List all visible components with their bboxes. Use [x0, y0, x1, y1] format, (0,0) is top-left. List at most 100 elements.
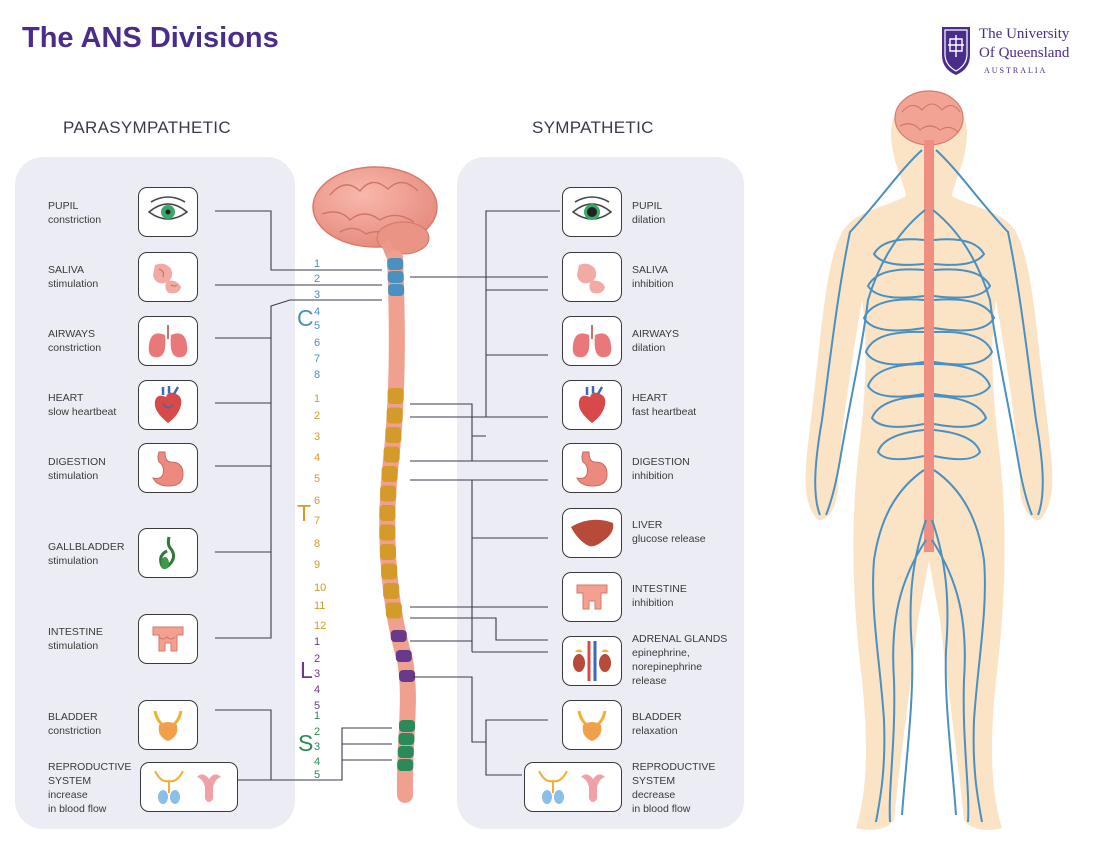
intestine-icon	[152, 626, 184, 652]
vertebrae	[379, 258, 416, 771]
label-sub: in blood flow	[48, 803, 107, 815]
university-logo: The University Of Queensland AUSTRALIA	[940, 25, 1090, 81]
gallbladder-icon	[159, 536, 176, 570]
eye-icon	[571, 196, 613, 220]
vertebra-number-cervical-7: 7	[314, 353, 321, 365]
vertebra-number-cervical-6: 6	[314, 337, 321, 349]
vertebra-number-sacral-4: 4	[314, 756, 321, 768]
sym-label-digestion: DIGESTION inhibition	[632, 455, 690, 483]
label-sub: relaxation	[632, 725, 678, 737]
label-sub: in blood flow	[632, 803, 691, 815]
label-title: HEART	[632, 392, 668, 404]
label-sub: fast heartbeat	[632, 406, 697, 418]
vertebra-number-sacral-3: 3	[314, 741, 321, 753]
label-sub: release	[632, 675, 667, 687]
para-eye-box	[138, 187, 198, 237]
heart-icon	[154, 386, 182, 423]
vertebra-lumbar-1	[390, 630, 407, 642]
vertebra-cervical-2	[387, 271, 404, 283]
vertebra-thoracic-1	[387, 388, 404, 404]
region-sacral-letter: S	[298, 730, 314, 756]
vertebra-number-thoracic-8: 8	[314, 538, 321, 550]
label-title: BLADDER	[632, 711, 682, 723]
nerves	[814, 149, 1044, 823]
para-heart-box	[138, 380, 198, 430]
label-sub: SYSTEM	[632, 775, 676, 787]
vertebra-number-sacral-1: 1	[314, 710, 321, 722]
adrenal-glands-icon	[573, 641, 611, 681]
vertebra-cervical-1	[387, 258, 404, 270]
vertebra-lumbar-2	[395, 650, 412, 662]
liver-icon	[571, 519, 614, 547]
vertebra-thoracic-11	[383, 583, 400, 599]
vertebra-thoracic-8	[379, 524, 396, 541]
stomach-icon	[152, 451, 184, 487]
lungs-icon	[572, 325, 612, 358]
sym-eye-box	[562, 187, 622, 237]
para-saliva-box	[138, 252, 198, 302]
label-title: REPRODUCTIVE	[632, 761, 716, 773]
sym-label-intestine: INTESTINE inhibition	[632, 582, 687, 610]
label-title: BLADDER	[48, 711, 98, 723]
logo-line-2: Of Queensland	[979, 45, 1070, 61]
vertebra-number-sacral-5: 5	[314, 769, 321, 781]
label-sub: dilation	[632, 342, 666, 354]
sym-label-liver: LIVER glucose release	[632, 518, 706, 546]
label-sub: inhibition	[632, 278, 674, 290]
label-title: AIRWAYS	[632, 328, 680, 340]
label-sub: stimulation	[48, 470, 99, 482]
salivary-gland-icon	[577, 263, 605, 294]
label-title: AIRWAYS	[48, 328, 96, 340]
sym-reproductive-box	[524, 762, 622, 812]
crest-icon	[942, 27, 970, 75]
vertebra-number-cervical-8: 8	[314, 369, 321, 381]
vertebra-number-thoracic-3: 3	[314, 431, 321, 443]
sym-label-airways: AIRWAYS dilation	[632, 327, 679, 355]
label-title: REPRODUCTIVE	[48, 761, 132, 773]
sym-label-saliva: SALIVA inhibition	[632, 263, 673, 291]
vertebra-number-thoracic-6: 6	[314, 495, 321, 507]
vertebra-cervical-3	[388, 284, 405, 296]
vertebra-number-thoracic-10: 10	[314, 582, 327, 594]
label-sub: norepinephrine	[632, 661, 703, 673]
salivary-gland-icon	[153, 263, 181, 294]
vertebra-number-lumbar-4: 4	[314, 684, 321, 696]
label-title: INTESTINE	[632, 583, 687, 595]
sym-saliva-box	[562, 252, 622, 302]
label-title: DIGESTION	[632, 456, 690, 468]
sym-liver-box	[562, 508, 622, 558]
vertebra-thoracic-7	[379, 505, 396, 521]
vertebra-thoracic-10	[381, 563, 398, 580]
label-title: ADRENAL GLANDS	[632, 633, 728, 645]
sym-intestine-box	[562, 572, 622, 622]
bladder-icon	[577, 710, 607, 741]
label-sub: slow heartbeat	[48, 406, 117, 418]
vertebra-number-thoracic-2: 2	[314, 410, 321, 422]
vertebra-number-lumbar-3: 3	[314, 668, 321, 680]
label-title: SALIVA	[632, 264, 668, 276]
vertebra-number-lumbar-1: 1	[314, 636, 321, 648]
vertebra-number-cervical-5: 5	[314, 320, 321, 332]
intestine-icon	[576, 584, 608, 610]
label-title: LIVER	[632, 519, 663, 531]
sym-lungs-box	[562, 316, 622, 366]
label-sub: inhibition	[632, 470, 674, 482]
vertebra-lumbar-3	[399, 670, 416, 682]
logo-line-1: The University	[979, 26, 1070, 42]
page-title: The ANS Divisions	[22, 22, 279, 54]
label-sub: glucose release	[632, 533, 706, 545]
bladder-icon	[153, 710, 183, 741]
label-title: PUPIL	[48, 200, 79, 212]
label-sub: inhibition	[632, 597, 674, 609]
vertebra-number-cervical-3: 3	[314, 289, 321, 301]
vertebra-number-cervical-4: 4	[314, 306, 321, 318]
